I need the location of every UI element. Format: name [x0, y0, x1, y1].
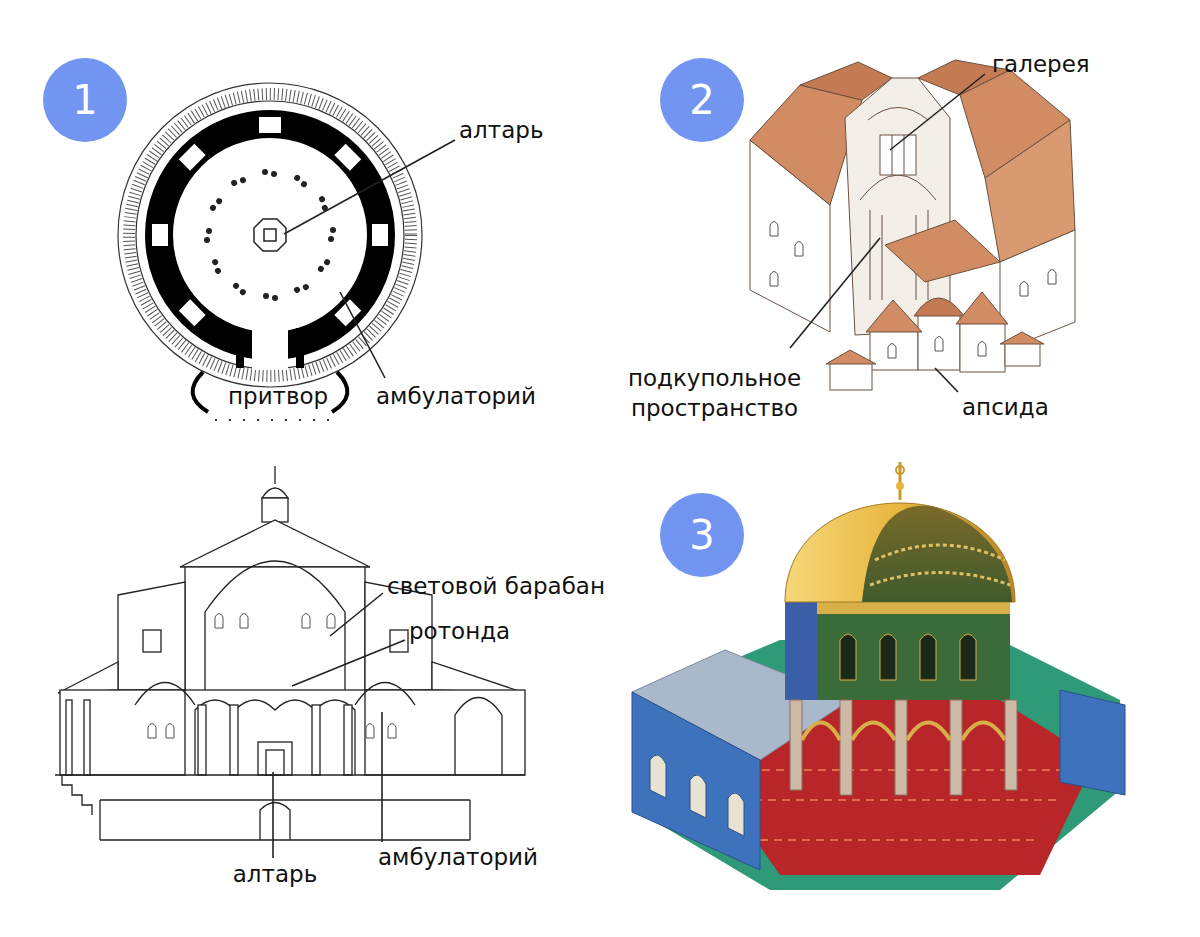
part-label: апсида: [962, 393, 1049, 423]
part-label: ротонда: [409, 617, 510, 647]
rotunda-plan: [118, 83, 422, 420]
callout-number: 2: [689, 80, 714, 120]
part-label: притвор: [228, 382, 328, 412]
part-label: алтарь: [233, 860, 317, 890]
part-label: галерея: [992, 50, 1090, 80]
part-label: амбулаторий: [378, 843, 538, 873]
church-cutaway: [750, 60, 1075, 390]
part-label: амбулаторий: [376, 382, 536, 412]
callout-circle: 3: [660, 493, 744, 577]
part-label: подкупольное пространство: [612, 364, 817, 424]
callout-number: 1: [72, 80, 97, 120]
callout-number: 3: [689, 515, 714, 555]
rotunda-section: [55, 466, 525, 840]
callout-circle: 1: [43, 58, 127, 142]
part-label: алтарь: [459, 116, 543, 146]
dome-cutaway: [632, 462, 1125, 890]
leader-lines: [273, 74, 985, 858]
callout-circle: 2: [660, 58, 744, 142]
part-label: световой барабан: [387, 572, 605, 602]
